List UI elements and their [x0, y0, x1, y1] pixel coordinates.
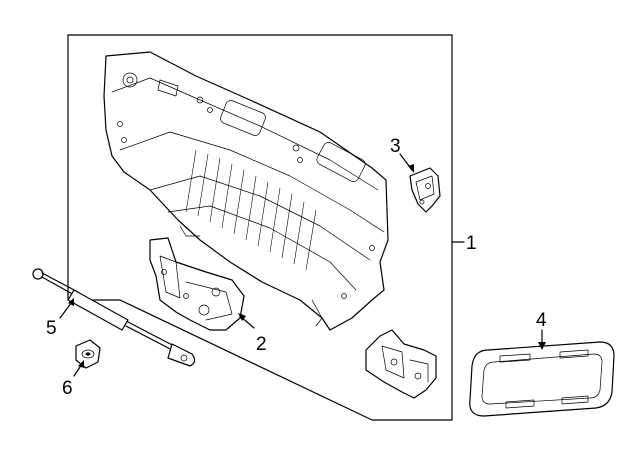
rear-body-panel	[103, 51, 389, 331]
callout-2: 2	[238, 313, 267, 355]
nut	[75, 339, 101, 369]
callout-5-label: 5	[46, 318, 57, 339]
window-frame-seal	[469, 341, 615, 417]
callout-6: 6	[62, 360, 84, 399]
callout-1: 1	[451, 233, 477, 254]
callout-4: 4	[536, 310, 547, 350]
callout-2-label: 2	[256, 334, 267, 355]
callout-4-label: 4	[536, 310, 547, 331]
callout-3: 3	[390, 136, 414, 173]
callout-3-label: 3	[390, 136, 401, 157]
gas-strut	[32, 268, 196, 367]
callout-1-label: 1	[466, 233, 477, 254]
callout-5: 5	[46, 298, 74, 339]
callout-6-label: 6	[62, 378, 73, 399]
lower-bracket	[149, 237, 245, 331]
small-bracket	[409, 167, 441, 213]
side-bracket	[365, 329, 437, 399]
